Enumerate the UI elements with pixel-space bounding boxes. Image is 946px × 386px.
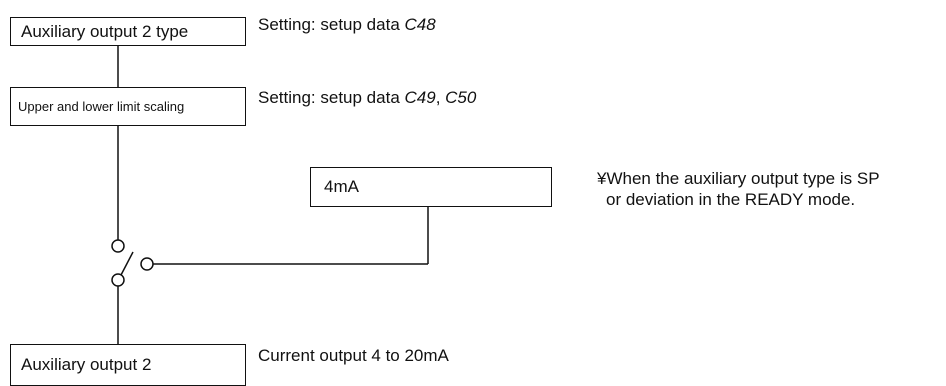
switch-lever (120, 251, 134, 276)
ready-mode-note-line-2: or deviation in the READY mode. (606, 190, 856, 209)
aux-output-2-type-box: Auxiliary output 2 type (10, 17, 246, 46)
ready-mode-note: ¥When the auxiliary output type is SP or… (597, 168, 880, 210)
fixed-4ma-box: 4mA (310, 167, 552, 207)
switch-lower-contact (111, 273, 125, 287)
setup-code-c50: C50 (445, 88, 477, 107)
setup-code-c49: C49 (404, 88, 436, 107)
setting-prefix: Setting: setup data (258, 15, 405, 34)
setting-prefix: Setting: setup data (258, 88, 405, 107)
aux-type-setting-text: Setting: setup data C48 (258, 15, 436, 35)
setup-code-separator: , (435, 88, 446, 107)
current-output-text: Current output 4 to 20mA (258, 346, 449, 366)
upper-lower-limit-scaling-label: Upper and lower limit scaling (18, 99, 185, 114)
aux-output-2-type-label: Auxiliary output 2 type (21, 21, 189, 41)
scaling-setting-text: Setting: setup data C49, C50 (258, 88, 476, 108)
setup-code-c48: C48 (404, 15, 436, 34)
current-output-label: Current output 4 to 20mA (258, 346, 449, 365)
switch-side-contact (140, 257, 154, 271)
aux-output-2-label: Auxiliary output 2 (21, 355, 152, 374)
ready-mode-note-line-1: ¥When the auxiliary output type is SP (597, 169, 880, 188)
switch-upper-contact (111, 239, 125, 253)
aux-output-2-box: Auxiliary output 2 (10, 344, 246, 386)
upper-lower-limit-scaling-box: Upper and lower limit scaling (10, 87, 246, 126)
fixed-4ma-label: 4mA (324, 177, 359, 196)
